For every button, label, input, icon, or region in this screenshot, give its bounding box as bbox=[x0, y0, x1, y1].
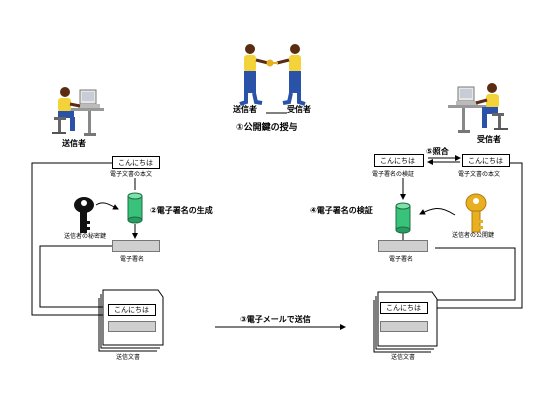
step4-label: ④電子署名の検証 bbox=[310, 206, 373, 215]
doc-signature-box-right bbox=[380, 321, 428, 332]
sender-title: 送信者 bbox=[62, 139, 86, 148]
doc-greeting-text-left: こんにちは bbox=[114, 306, 149, 314]
doc-signature-box-left bbox=[108, 321, 156, 332]
greeting-decrypted-text: こんにちは bbox=[380, 157, 415, 165]
hash-cylinder-right-icon bbox=[395, 202, 411, 234]
sent-doc-label-left: 送信文書 bbox=[116, 354, 141, 361]
doc-greeting-text-right: こんにちは bbox=[386, 304, 421, 312]
receiver-title: 受信者 bbox=[477, 135, 501, 144]
signature-box-left bbox=[112, 240, 160, 252]
doc-body-label-right: 電子文書の本文 bbox=[458, 171, 501, 178]
doc-body-label-left: 電子文書の本文 bbox=[110, 171, 153, 178]
private-key-label: 送信者の秘密鍵 bbox=[64, 233, 107, 240]
top-sender-label: 送信者 bbox=[233, 105, 257, 114]
signature-label-left: 電子署名 bbox=[120, 256, 145, 263]
public-key-label: 送信者の公開鍵 bbox=[452, 232, 495, 239]
left-connector-lines bbox=[31, 162, 138, 316]
doc-greeting-box-left: こんにちは bbox=[108, 304, 156, 316]
greeting-box-left: こんにちは bbox=[112, 156, 160, 169]
hash-cylinder-left-icon bbox=[127, 192, 143, 224]
step5-label: ⑤照合 bbox=[426, 147, 449, 156]
step1-label: ①公開鍵の授与 bbox=[236, 123, 298, 133]
public-key-icon bbox=[465, 193, 487, 233]
greeting-box-body: こんにちは bbox=[462, 154, 510, 167]
sent-doc-label-right: 送信文書 bbox=[391, 354, 416, 361]
greeting-text: こんにちは bbox=[118, 159, 153, 167]
private-key-icon bbox=[74, 197, 119, 233]
greeting-body-text: こんにちは bbox=[468, 157, 503, 165]
step3-label: ③電子メールで送信 bbox=[240, 315, 311, 324]
step2-label: ②電子署名の生成 bbox=[150, 206, 213, 215]
top-receiver-label: 受信者 bbox=[287, 105, 311, 114]
receiver-at-computer-icon bbox=[448, 83, 508, 133]
doc-greeting-box-right: こんにちは bbox=[380, 302, 428, 314]
signature-box-right bbox=[378, 240, 428, 252]
signature-label-right: 電子署名 bbox=[389, 256, 414, 263]
people-exchanging-key-icon bbox=[239, 44, 306, 106]
sender-at-computer-icon bbox=[52, 87, 104, 136]
greeting-box-decrypted: こんにちは bbox=[374, 154, 424, 167]
verified-sig-label: 電子署名の検証 bbox=[372, 171, 415, 178]
